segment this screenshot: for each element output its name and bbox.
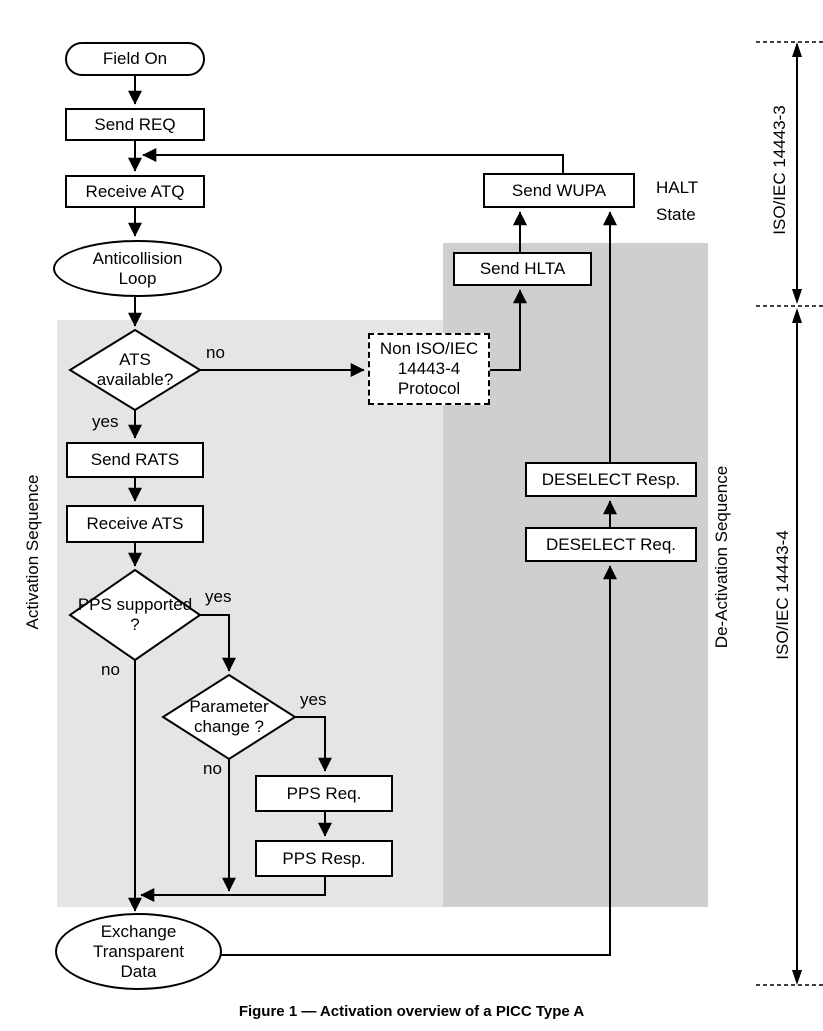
edge-param-yes — [295, 716, 332, 772]
node-anticollision-loop-label: Anticollision Loop — [92, 248, 183, 288]
activation-sequence-label: Activation Sequence — [23, 474, 42, 630]
node-send-rats-label: Send RATS — [90, 450, 180, 469]
arrowhead-mid-up — [792, 289, 802, 304]
node-send-rats: Send RATS — [66, 442, 204, 478]
node-exchange-transparent-data-label: Exchange Transparent Data — [92, 921, 185, 981]
node-pps-resp-label: PPS Resp. — [282, 848, 366, 868]
decision-pps-supported — [68, 568, 202, 662]
edge-exchange-deselectreq — [205, 565, 617, 956]
node-field-on-label: Field On — [102, 49, 168, 68]
arrowhead-mid-down — [792, 308, 802, 323]
node-send-req-label: Send REQ — [94, 114, 176, 134]
edge-sendwupa-feedback — [142, 148, 564, 173]
node-send-wupa-label: Send WUPA — [511, 180, 607, 200]
arrowhead-top — [792, 42, 802, 57]
node-receive-ats: Receive ATS — [66, 505, 204, 543]
decision-parameter-change — [161, 673, 297, 761]
arrowhead-bottom — [792, 970, 802, 985]
node-deselect-resp: DESELECT Resp. — [525, 462, 697, 497]
iso-14443-3-label: ISO/IEC 14443-3 — [770, 105, 789, 235]
branch-label-pps-yes: yes — [205, 587, 232, 606]
node-deselect-resp-label: DESELECT Resp. — [541, 469, 681, 489]
node-send-hlta-label: Send HLTA — [479, 259, 566, 278]
node-deselect-req-label: DESELECT Req. — [545, 534, 677, 554]
node-pps-req-label: PPS Req. — [286, 783, 362, 803]
node-pps-req: PPS Req. — [255, 775, 393, 812]
edge-pps-yes — [200, 614, 236, 672]
node-non-iso-protocol: Non ISO/IEC 14443-4 Protocol — [368, 333, 490, 405]
node-receive-ats-label: Receive ATS — [86, 514, 184, 533]
branch-label-param-no: no — [203, 759, 222, 778]
node-send-wupa: Send WUPA — [483, 173, 635, 208]
node-exchange-transparent-data: Exchange Transparent Data — [55, 913, 222, 990]
node-non-iso-protocol-label: Non ISO/IEC 14443-4 Protocol — [379, 339, 479, 398]
edge-noniso-sendhlta — [490, 289, 527, 371]
node-receive-atq: Receive ATQ — [65, 175, 205, 208]
figure-caption: Figure 1 — Activation overview of a PICC… — [238, 1003, 585, 1020]
branch-label-param-yes: yes — [300, 690, 327, 709]
node-field-on: Field On — [65, 42, 205, 76]
node-parameter-change-label: Parameter change ? — [189, 697, 269, 736]
node-pps-resp: PPS Resp. — [255, 840, 393, 877]
node-receive-atq-label: Receive ATQ — [85, 181, 185, 201]
edge-ppsresp-merge — [140, 877, 326, 902]
node-ats-available-label: ATS available? — [96, 350, 174, 389]
node-send-req: Send REQ — [65, 108, 205, 141]
node-deselect-req: DESELECT Req. — [525, 527, 697, 562]
iso-14443-4-label: ISO/IEC 14443-4 — [773, 530, 792, 660]
halt-state-label: HALT State — [656, 178, 698, 224]
node-anticollision-loop: Anticollision Loop — [53, 240, 222, 297]
node-pps-supported-label: PPS supported ? — [77, 595, 193, 634]
node-send-hlta: Send HLTA — [453, 252, 592, 286]
branch-label-ats-no: no — [206, 343, 225, 362]
decision-ats-available — [68, 328, 202, 412]
branch-label-ats-yes: yes — [92, 412, 119, 431]
deactivation-sequence-label: De-Activation Sequence — [712, 465, 731, 649]
branch-label-pps-no: no — [101, 660, 120, 679]
